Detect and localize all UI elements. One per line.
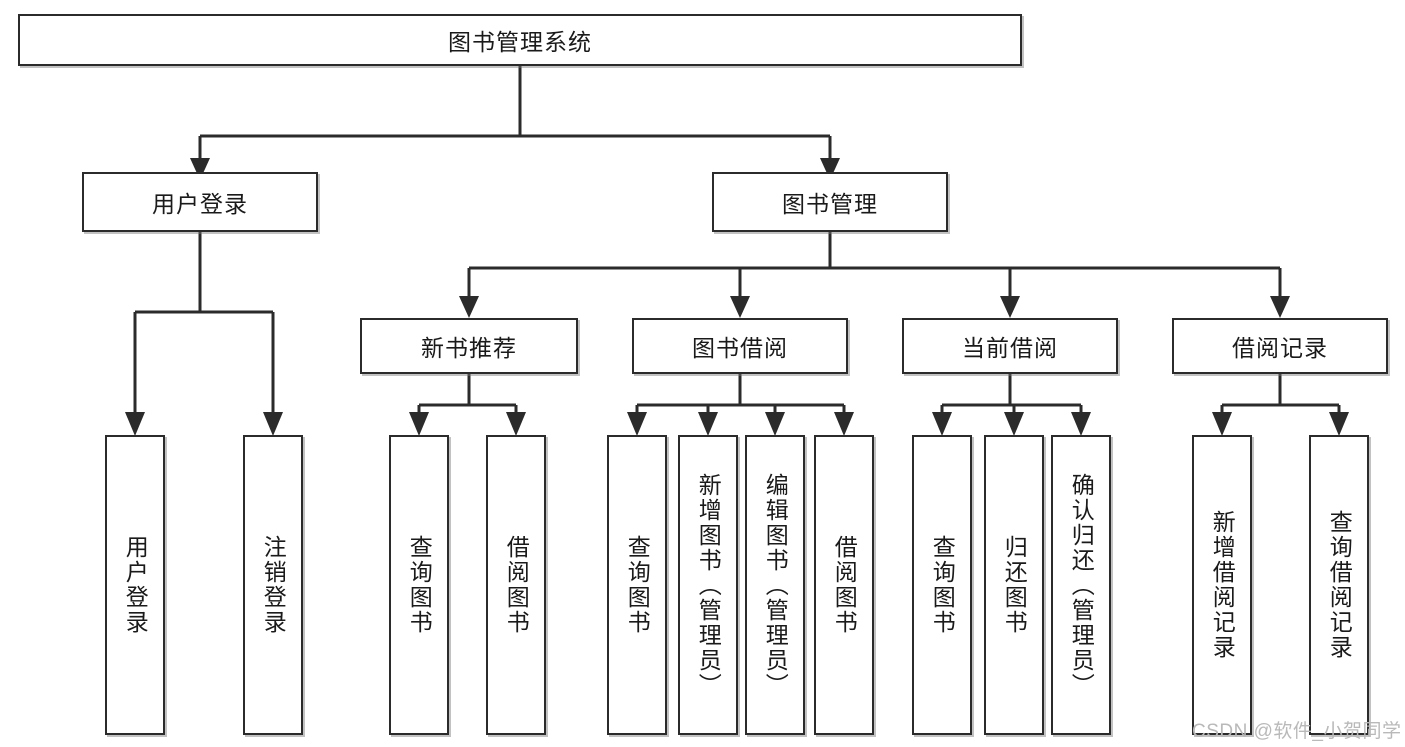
node-leaf-borrow-book-2[interactable]: 借阅图书 (814, 435, 874, 735)
arrowhead-leaf-return-book (1004, 412, 1024, 436)
node-leaf-user-logout-label: 注销登录 (260, 535, 287, 635)
node-leaf-return-book[interactable]: 归还图书 (984, 435, 1044, 735)
arrowhead-leaf-add-record (1212, 412, 1232, 436)
arrowhead-leaf-query-book-2 (627, 412, 647, 436)
node-leaf-borrow-book-2-label: 借阅图书 (831, 535, 858, 635)
node-leaf-query-book-2-label: 查询图书 (624, 535, 651, 635)
node-book-manage-label: 图书管理 (782, 191, 878, 217)
node-user-login-label: 用户登录 (152, 191, 248, 217)
arrowhead-user-login (190, 158, 210, 180)
arrowhead-book-manage (820, 158, 840, 180)
arrowhead-leaf-borrow-book-1 (506, 412, 526, 436)
node-leaf-borrow-book-1[interactable]: 借阅图书 (486, 435, 546, 735)
arrowhead-leaf-user-login (125, 412, 145, 436)
node-user-login[interactable]: 用户登录 (82, 172, 318, 232)
node-leaf-add-book-admin[interactable]: 新增图书（管理员） (678, 435, 738, 735)
node-current-borrow-label: 当前借阅 (962, 335, 1058, 361)
arrowhead-new-book-recommend (459, 296, 479, 318)
arrowhead-leaf-add-book (698, 412, 718, 436)
node-book-borrow-label: 图书借阅 (692, 335, 788, 361)
node-leaf-user-login-label: 用户登录 (122, 535, 149, 635)
node-leaf-query-book-1-label: 查询图书 (406, 535, 433, 635)
arrowhead-current-borrow (1000, 296, 1020, 318)
arrowhead-leaf-user-logout (263, 412, 283, 436)
node-leaf-borrow-book-1-label: 借阅图书 (503, 535, 530, 635)
node-leaf-query-book-3-label: 查询图书 (929, 535, 956, 635)
node-new-book-recommend-label: 新书推荐 (421, 335, 517, 361)
arrowhead-leaf-edit-book (765, 412, 785, 436)
node-leaf-user-login[interactable]: 用户登录 (105, 435, 165, 735)
node-new-book-recommend[interactable]: 新书推荐 (360, 318, 578, 374)
arrowhead-leaf-query-book-3 (932, 412, 952, 436)
arrowhead-leaf-query-book-1 (409, 412, 429, 436)
node-book-borrow[interactable]: 图书借阅 (632, 318, 848, 374)
node-leaf-add-record-label: 新增借阅记录 (1209, 510, 1236, 660)
node-leaf-query-record[interactable]: 查询借阅记录 (1309, 435, 1369, 735)
node-leaf-confirm-return-admin-label: 确认归还（管理员） (1068, 472, 1095, 698)
arrowhead-borrow-record (1270, 296, 1290, 318)
node-leaf-confirm-return-admin[interactable]: 确认归还（管理员） (1051, 435, 1111, 735)
node-leaf-add-record[interactable]: 新增借阅记录 (1192, 435, 1252, 735)
node-leaf-query-record-label: 查询借阅记录 (1326, 510, 1353, 660)
node-leaf-user-logout[interactable]: 注销登录 (243, 435, 303, 735)
node-borrow-record-label: 借阅记录 (1232, 335, 1328, 361)
node-book-manage[interactable]: 图书管理 (712, 172, 948, 232)
node-leaf-query-book-3[interactable]: 查询图书 (912, 435, 972, 735)
node-leaf-edit-book-admin-label: 编辑图书（管理员） (762, 472, 789, 698)
node-borrow-record[interactable]: 借阅记录 (1172, 318, 1388, 374)
node-root[interactable]: 图书管理系统 (18, 14, 1022, 66)
arrowhead-book-borrow (730, 296, 750, 318)
arrowhead-leaf-borrow-book-2 (834, 412, 854, 436)
node-leaf-query-book-1[interactable]: 查询图书 (389, 435, 449, 735)
node-root-label: 图书管理系统 (448, 29, 592, 55)
arrowheads (125, 158, 1349, 436)
watermark: CSDN @软件_小贺同学 (1192, 721, 1402, 742)
node-leaf-return-book-label: 归还图书 (1001, 535, 1028, 635)
arrowhead-leaf-query-record (1329, 412, 1349, 436)
node-leaf-edit-book-admin[interactable]: 编辑图书（管理员） (745, 435, 805, 735)
node-current-borrow[interactable]: 当前借阅 (902, 318, 1118, 374)
node-leaf-query-book-2[interactable]: 查询图书 (607, 435, 667, 735)
node-leaf-add-book-admin-label: 新增图书（管理员） (695, 472, 722, 698)
arrowhead-leaf-confirm-return (1071, 412, 1091, 436)
